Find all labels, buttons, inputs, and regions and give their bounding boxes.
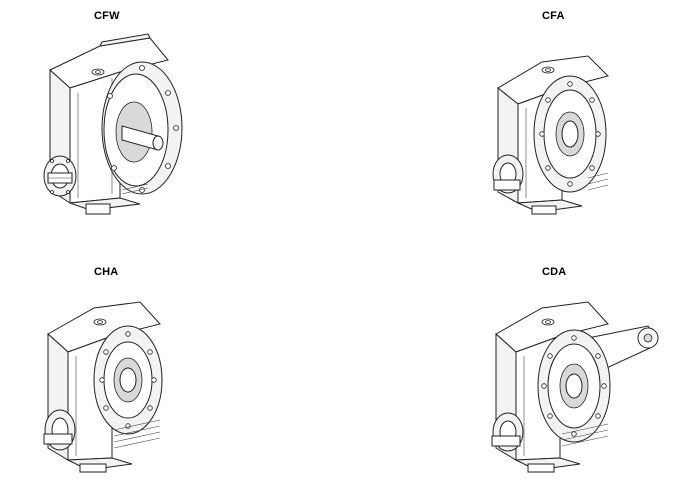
variant-cda-label: CDA	[542, 266, 567, 278]
variant-cfa-panel: CFA	[478, 8, 675, 228]
variant-cfw-panel: CFW	[30, 8, 230, 228]
gearbox-flange-hollow-shaft-icon	[43, 33, 183, 215]
gearbox-torque-arm-icon	[491, 301, 659, 473]
variant-cfa-label: CFA	[542, 10, 565, 22]
variant-cha-panel: CHA	[30, 262, 230, 482]
variant-cfw-label: CFW	[94, 10, 120, 22]
variant-cha-label: CHA	[94, 266, 119, 278]
gearbox-flange-mount-icon	[492, 55, 609, 215]
gearbox-hollow-shaft-icon	[43, 301, 163, 473]
variant-cda-panel: CDA	[478, 262, 675, 482]
